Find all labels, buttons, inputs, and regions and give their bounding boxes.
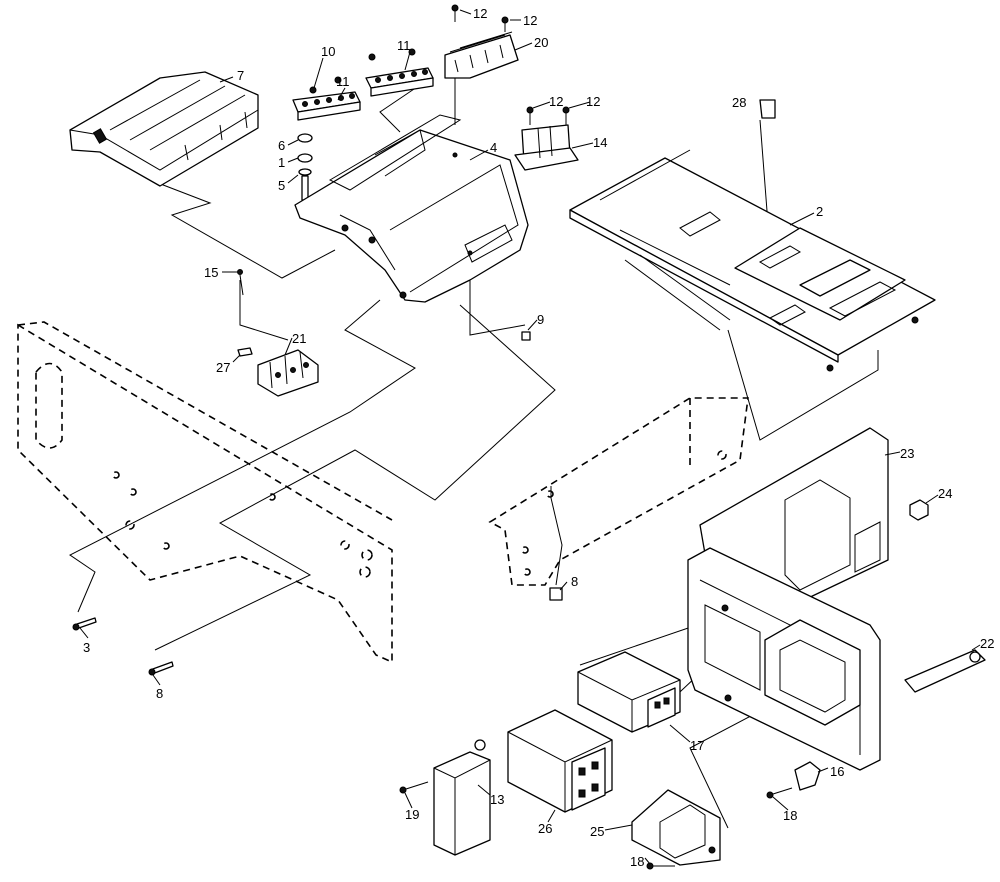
callout-18: 18 <box>630 854 644 869</box>
part-4-mounting-tray <box>294 114 529 303</box>
callout-5: 5 <box>278 178 285 193</box>
part-8-screw-lower <box>148 661 174 676</box>
callout-1: 1 <box>278 155 285 170</box>
part-28-fuse <box>759 99 776 119</box>
callout-11: 11 <box>397 38 411 53</box>
part-25-switch <box>631 789 721 866</box>
callout-25: 25 <box>590 824 604 839</box>
callout-15: 15 <box>204 265 218 280</box>
part-24-nut <box>909 499 929 521</box>
part-17-contactor <box>577 651 681 733</box>
frame-rail-left-dashed <box>17 321 393 664</box>
callout-labels: 7 10 11 11 12 12 20 12 12 14 6 1 5 4 28 … <box>83 6 994 869</box>
part-6-1-5-hardware-stack <box>297 133 313 201</box>
part-7-cover <box>69 71 259 187</box>
callout-10: 10 <box>321 44 335 59</box>
callout-22: 22 <box>980 636 994 651</box>
callout-7: 7 <box>237 68 244 83</box>
callout-12: 12 <box>549 94 563 109</box>
part-18-screws <box>646 787 793 870</box>
callout-19: 19 <box>405 807 419 822</box>
part-16-clip <box>794 761 821 791</box>
callout-20: 20 <box>534 35 548 50</box>
callout-18: 18 <box>783 808 797 823</box>
part-27-pin <box>237 347 253 357</box>
callout-24: 24 <box>938 486 952 501</box>
part-21-connector-block <box>257 349 319 397</box>
callout-6: 6 <box>278 138 285 153</box>
callout-9: 9 <box>537 312 544 327</box>
part-9-screw <box>521 331 531 341</box>
callout-17: 17 <box>690 738 704 753</box>
callout-8: 8 <box>156 686 163 701</box>
part-11-terminal-strip-left <box>292 91 361 121</box>
part-22-bus-bar <box>904 649 986 693</box>
callout-8: 8 <box>571 574 578 589</box>
callout-13: 13 <box>490 792 504 807</box>
part-11-terminal-strip-right <box>365 67 434 97</box>
part-13-bracket <box>433 739 491 856</box>
callout-4: 4 <box>490 140 497 155</box>
callout-2: 2 <box>816 204 823 219</box>
part-14-relay <box>514 124 579 171</box>
enclosure-housing <box>687 547 881 771</box>
part-3-screw <box>72 617 97 631</box>
callout-12: 12 <box>473 6 487 21</box>
callout-23: 23 <box>900 446 914 461</box>
callout-11: 11 <box>336 74 350 89</box>
callout-28: 28 <box>732 95 746 110</box>
callout-21: 21 <box>292 331 306 346</box>
part-8-screw-bracket <box>549 587 563 601</box>
callout-26: 26 <box>538 821 552 836</box>
callout-12: 12 <box>523 13 537 28</box>
part-2-controller <box>569 149 936 372</box>
part-15-screw <box>237 269 244 296</box>
callout-14: 14 <box>593 135 607 150</box>
part-12-screws <box>451 4 570 125</box>
part-20-terminal-block <box>444 31 519 79</box>
part-19-screw <box>399 781 429 794</box>
callout-3: 3 <box>83 640 90 655</box>
callout-27: 27 <box>216 360 230 375</box>
callout-12: 12 <box>586 94 600 109</box>
frame-bracket-right-dashed <box>488 397 749 586</box>
callout-leaders <box>79 9 981 865</box>
part-26-relay-block <box>507 709 613 813</box>
callout-16: 16 <box>830 764 844 779</box>
part-10-11-screws <box>309 48 416 94</box>
